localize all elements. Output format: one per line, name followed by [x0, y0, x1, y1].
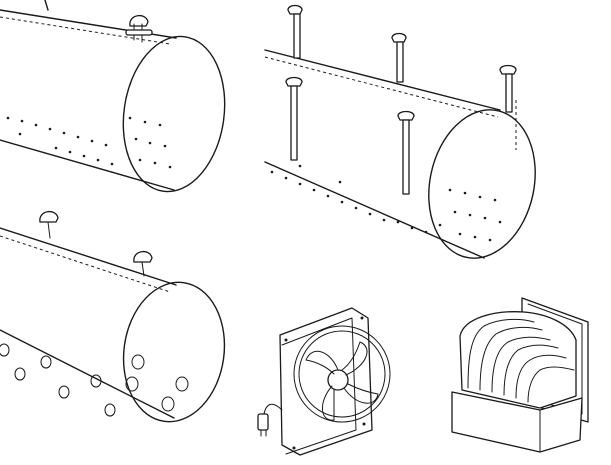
perforation-holes: [270, 164, 502, 242]
strap-hanger: [287, 4, 303, 59]
strap-hanger: [499, 64, 517, 113]
power-cord: [257, 403, 283, 437]
hood-louver-ribs: [467, 318, 575, 403]
strap-hanger: [397, 110, 415, 195]
duct-inlet-hood: [451, 297, 589, 453]
perforated-duct-top-left: [0, 0, 226, 193]
strap-hanger: [391, 32, 407, 83]
axial-wall-fan: [257, 307, 391, 456]
perforated-duct-top-right: [264, 4, 536, 259]
strap-hanger: [285, 76, 303, 161]
pipe-hanger-clamp: [44, 0, 153, 43]
pipe-hanger-clamp: [133, 251, 153, 277]
round-outlet-holes: [0, 343, 189, 417]
fan-blades: [305, 341, 379, 421]
duct-with-round-outlets: [0, 211, 226, 423]
perforation-holes: [6, 116, 172, 169]
pipe-hanger-clamp: [39, 211, 59, 239]
